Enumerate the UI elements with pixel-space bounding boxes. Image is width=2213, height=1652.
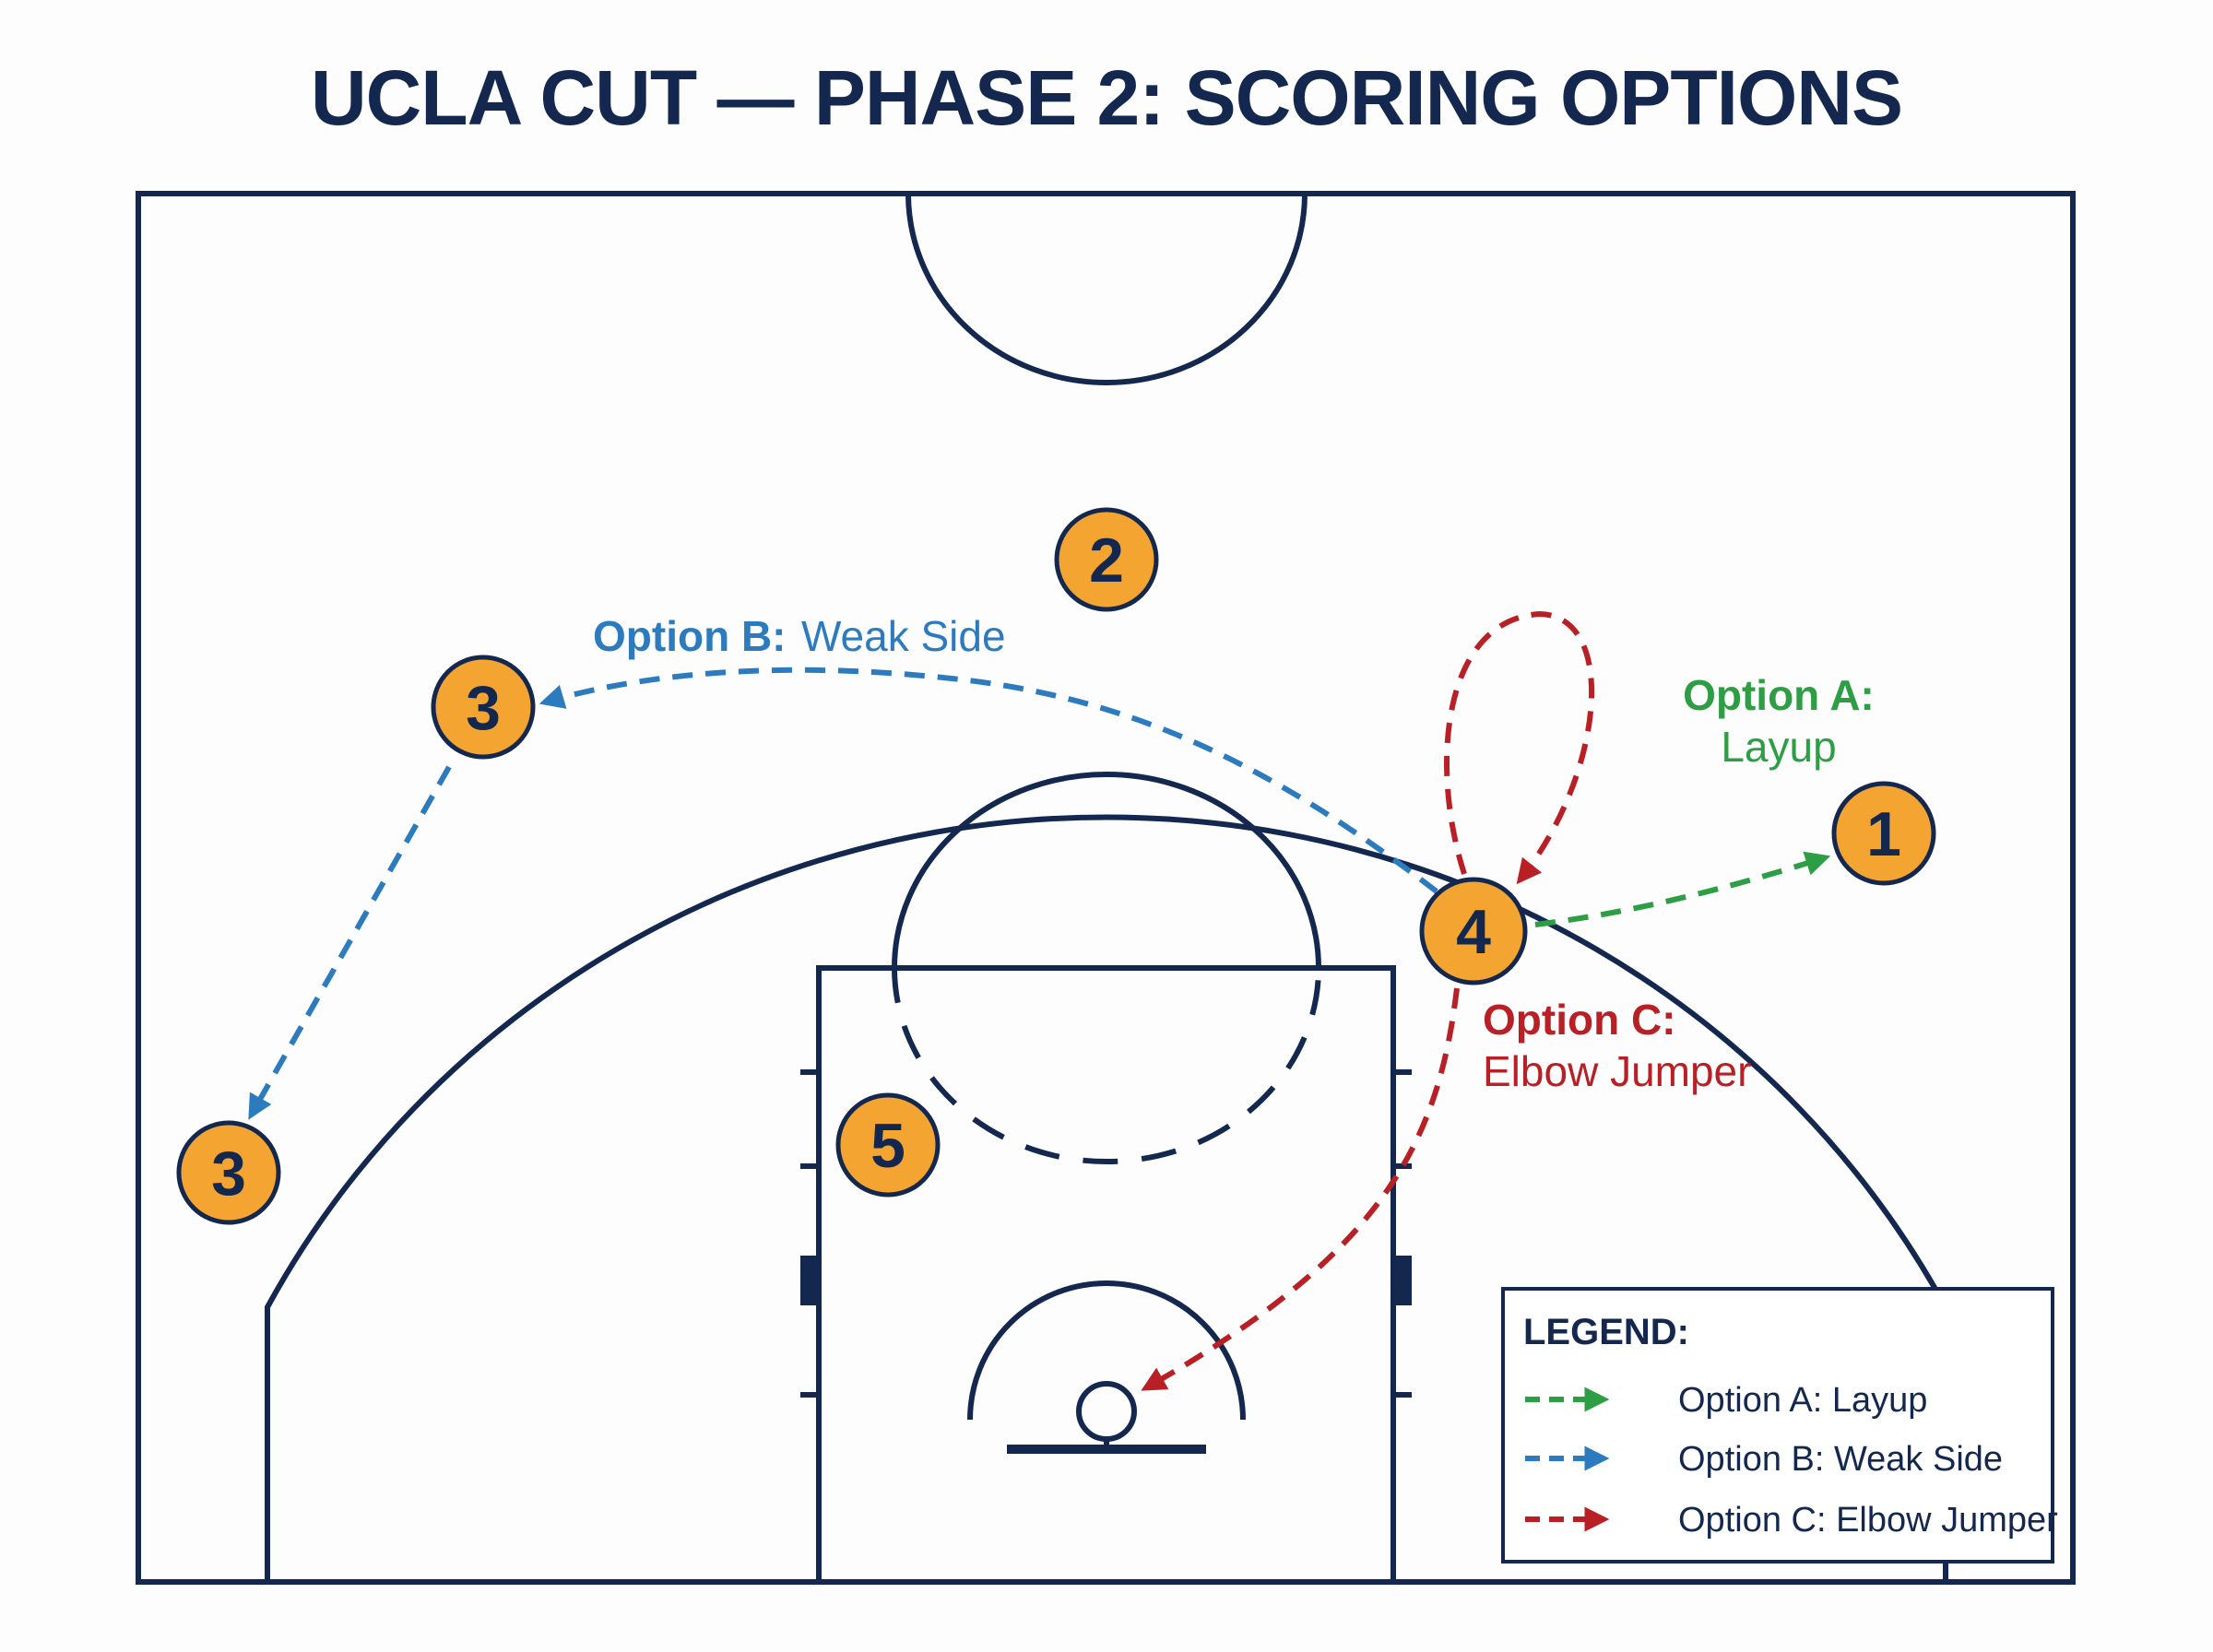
legend-label-option-a: Option A: Layup [1678, 1381, 1927, 1420]
free-throw-circle-top [892, 772, 1321, 969]
option-b-label: Option B: Weak Side [593, 612, 1006, 660]
option-c-path-loop [1444, 610, 1594, 885]
player-3-corner[interactable]: 3 [176, 1120, 281, 1225]
rim [1076, 1381, 1137, 1442]
option-a-path [1534, 851, 1831, 927]
svg-text:3: 3 [211, 1139, 246, 1209]
restricted-area [967, 1280, 1246, 1421]
player-1[interactable]: 1 [1831, 781, 1936, 886]
option-c-label-text: Elbow Jumper [1483, 1047, 1751, 1095]
option-c-label-bold: Option C: [1483, 996, 1676, 1044]
option-b-path-pass [538, 667, 1438, 894]
svg-text:4: 4 [1456, 897, 1491, 967]
player-3-top[interactable]: 3 [431, 655, 536, 760]
lane-block-left [800, 1256, 819, 1305]
player-2[interactable]: 2 [1054, 507, 1159, 612]
player-4[interactable]: 4 [1419, 877, 1528, 985]
svg-text:3: 3 [466, 673, 501, 743]
free-throw-circle-bottom [892, 967, 1321, 1164]
option-a-label-text: Layup [1721, 723, 1836, 771]
svg-text:1: 1 [1866, 799, 1901, 869]
legend: LEGEND: Option A: Layup Option B: Weak S… [1501, 1287, 2058, 1564]
three-point-line [265, 814, 1948, 1582]
center-circle [905, 193, 1308, 385]
legend-item-option-a: Option A: Layup [1525, 1381, 1927, 1420]
option-b-label-bold: Option B: [593, 612, 787, 660]
diagram-title: UCLA CUT — PHASE 2: SCORING OPTIONS [311, 54, 1902, 141]
legend-title: LEGEND: [1523, 1312, 1689, 1352]
legend-item-option-c: Option C: Elbow Jumper [1525, 1501, 2058, 1540]
svg-text:5: 5 [870, 1111, 905, 1181]
legend-label-option-b: Option B: Weak Side [1678, 1440, 2003, 1479]
court [136, 191, 2076, 1585]
movement-paths [248, 610, 1831, 1391]
lane-hash-marks [800, 1069, 1412, 1398]
lane-block-right [1393, 1256, 1412, 1305]
option-a-label-bold: Option A: [1683, 671, 1875, 719]
option-b-label-text: Weak Side [801, 612, 1006, 660]
legend-label-option-c: Option C: Elbow Jumper [1678, 1501, 2058, 1540]
svg-text:2: 2 [1089, 525, 1124, 596]
legend-item-option-b: Option B: Weak Side [1525, 1440, 2003, 1479]
players: 2 3 3 1 4 5 [176, 507, 1936, 1225]
option-b-path-cut [248, 765, 452, 1120]
player-5[interactable]: 5 [835, 1092, 941, 1198]
